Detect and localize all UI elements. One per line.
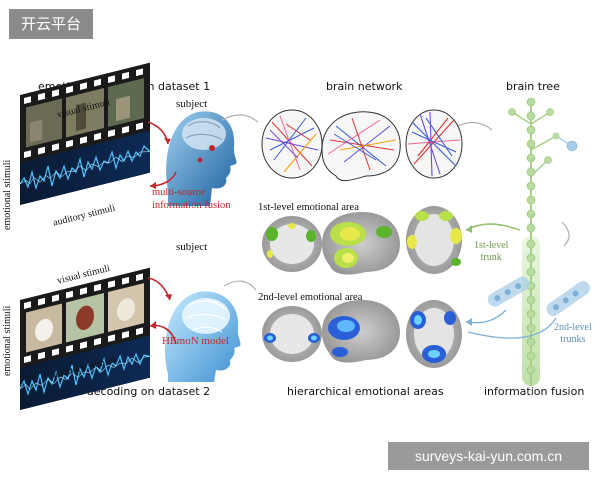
- emotional-stimuli-label-top: emotional stimuli: [2, 159, 13, 230]
- film-strip-bottom: [19, 267, 151, 410]
- watermark-bottom-right: surveys-kai-yun.com.cn: [388, 442, 589, 470]
- level1-trunk-line1: 1st-level: [474, 240, 509, 251]
- subject-head-bottom: [165, 291, 241, 382]
- level1-sagittal: [322, 212, 400, 275]
- level1-axial: [406, 206, 462, 274]
- level2-trunk-line2: trunks: [560, 334, 586, 345]
- hierarchical-title: hierarchical emotional areas: [287, 385, 444, 398]
- level1-trunk-line2: trunk: [480, 252, 502, 263]
- arrow-visual-to-subject-bottom: [147, 277, 171, 301]
- level2-trunk-line1: 2nd-level: [554, 322, 592, 333]
- arrow-visual-to-subject-top: [147, 121, 169, 145]
- brain-network-sagittal: [321, 111, 401, 182]
- arrow-head-to-areas: [223, 280, 257, 291]
- subject-head-top: [166, 111, 237, 206]
- fusion-label-line2: information fusion: [152, 200, 231, 211]
- level2-coronal: [262, 306, 322, 362]
- level2-axial: [406, 300, 462, 368]
- brain-tree-title: brain tree: [506, 80, 560, 93]
- level2-sagittal: [322, 300, 400, 363]
- subject-label-bottom: subject: [176, 241, 208, 253]
- level2-area-label: 2nd-level emotional area: [258, 292, 363, 303]
- subject-label-top: subject: [176, 98, 208, 110]
- watermark-top-left: 开云平台: [9, 9, 93, 39]
- arrow-head-to-network: [221, 114, 259, 123]
- arrow-tree-to-areas: [561, 221, 570, 247]
- brain-network-coronal: [405, 109, 463, 179]
- model-label: HEmoN model: [162, 335, 229, 347]
- information-fusion-title: information fusion: [484, 385, 585, 398]
- level1-area-label: 1st-level emotional area: [258, 202, 359, 213]
- level1-coronal: [262, 216, 322, 272]
- fusion-label-line1: multi-source: [152, 187, 206, 198]
- film-strip-top: [19, 62, 151, 205]
- brain-tree: [465, 97, 590, 386]
- fusion-label: multi-source information fusion: [152, 186, 230, 212]
- brain-network-title: brain network: [326, 80, 403, 93]
- arrow-network-to-tree: [457, 121, 493, 131]
- level2-trunk-label: 2nd-level trunks: [554, 322, 592, 346]
- level1-trunk-label: 1st-level trunk: [474, 240, 508, 264]
- emotional-stimuli-label-bottom: emotional stimuli: [2, 305, 13, 376]
- brain-network-axial: [261, 109, 323, 179]
